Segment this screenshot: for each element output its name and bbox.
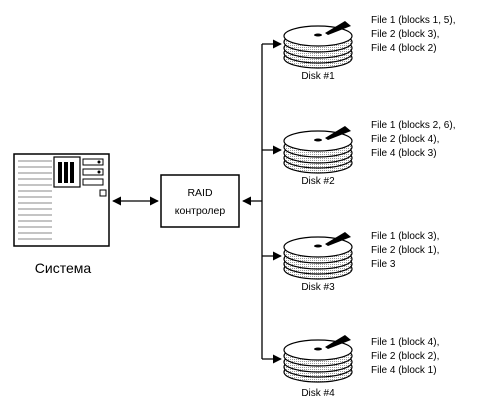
hard-disk-icon bbox=[283, 232, 353, 280]
disk-label: Disk #1 bbox=[301, 71, 335, 82]
hard-disk-icon bbox=[283, 335, 353, 383]
computer-tower-icon bbox=[13, 153, 110, 247]
disk-file-line: File 2 (block 4), bbox=[371, 134, 439, 145]
disk-file-line: File 2 (block 3), bbox=[371, 29, 439, 40]
disk-file-line: File 1 (blocks 2, 6), bbox=[371, 120, 455, 131]
disk-file-line: File 4 (block 2) bbox=[371, 43, 437, 54]
disk-branches bbox=[262, 39, 282, 364]
disk-4: Disk #4 File 1 (block 4), File 2 (block … bbox=[283, 335, 439, 399]
disk-3: Disk #3 File 1 (block 3), File 2 (block … bbox=[283, 231, 439, 293]
disk-file-line: File 2 (block 2), bbox=[371, 351, 439, 362]
disk-file-line: File 4 (block 1) bbox=[371, 365, 437, 376]
disk-file-line: File 4 (block 3) bbox=[371, 148, 437, 159]
hard-disk-icon bbox=[283, 126, 353, 174]
disk-label: Disk #3 bbox=[301, 282, 335, 293]
system-label: Система bbox=[35, 260, 92, 276]
disk-file-line: File 1 (block 4), bbox=[371, 337, 439, 348]
hard-disk-icon bbox=[283, 21, 353, 69]
disk-label: Disk #4 bbox=[301, 388, 335, 399]
disk-2: Disk #2 File 1 (blocks 2, 6), File 2 (bl… bbox=[283, 120, 455, 187]
disk-file-line: File 1 (blocks 1, 5), bbox=[371, 15, 455, 26]
disk-label: Disk #2 bbox=[301, 176, 335, 187]
disk-file-line: File 1 (block 3), bbox=[371, 231, 439, 242]
raid-controller: RAID контролер bbox=[160, 174, 240, 228]
disk-1: Disk #1 File 1 (blocks 1, 5), File 2 (bl… bbox=[283, 15, 455, 82]
controller-label-line2: контролер bbox=[175, 205, 226, 217]
disk-file-line: File 2 (block 1), bbox=[371, 245, 439, 256]
controller-label-line1: RAID bbox=[187, 187, 213, 199]
system-computer: Система bbox=[13, 153, 110, 276]
disk-file-line: File 3 bbox=[371, 259, 396, 270]
